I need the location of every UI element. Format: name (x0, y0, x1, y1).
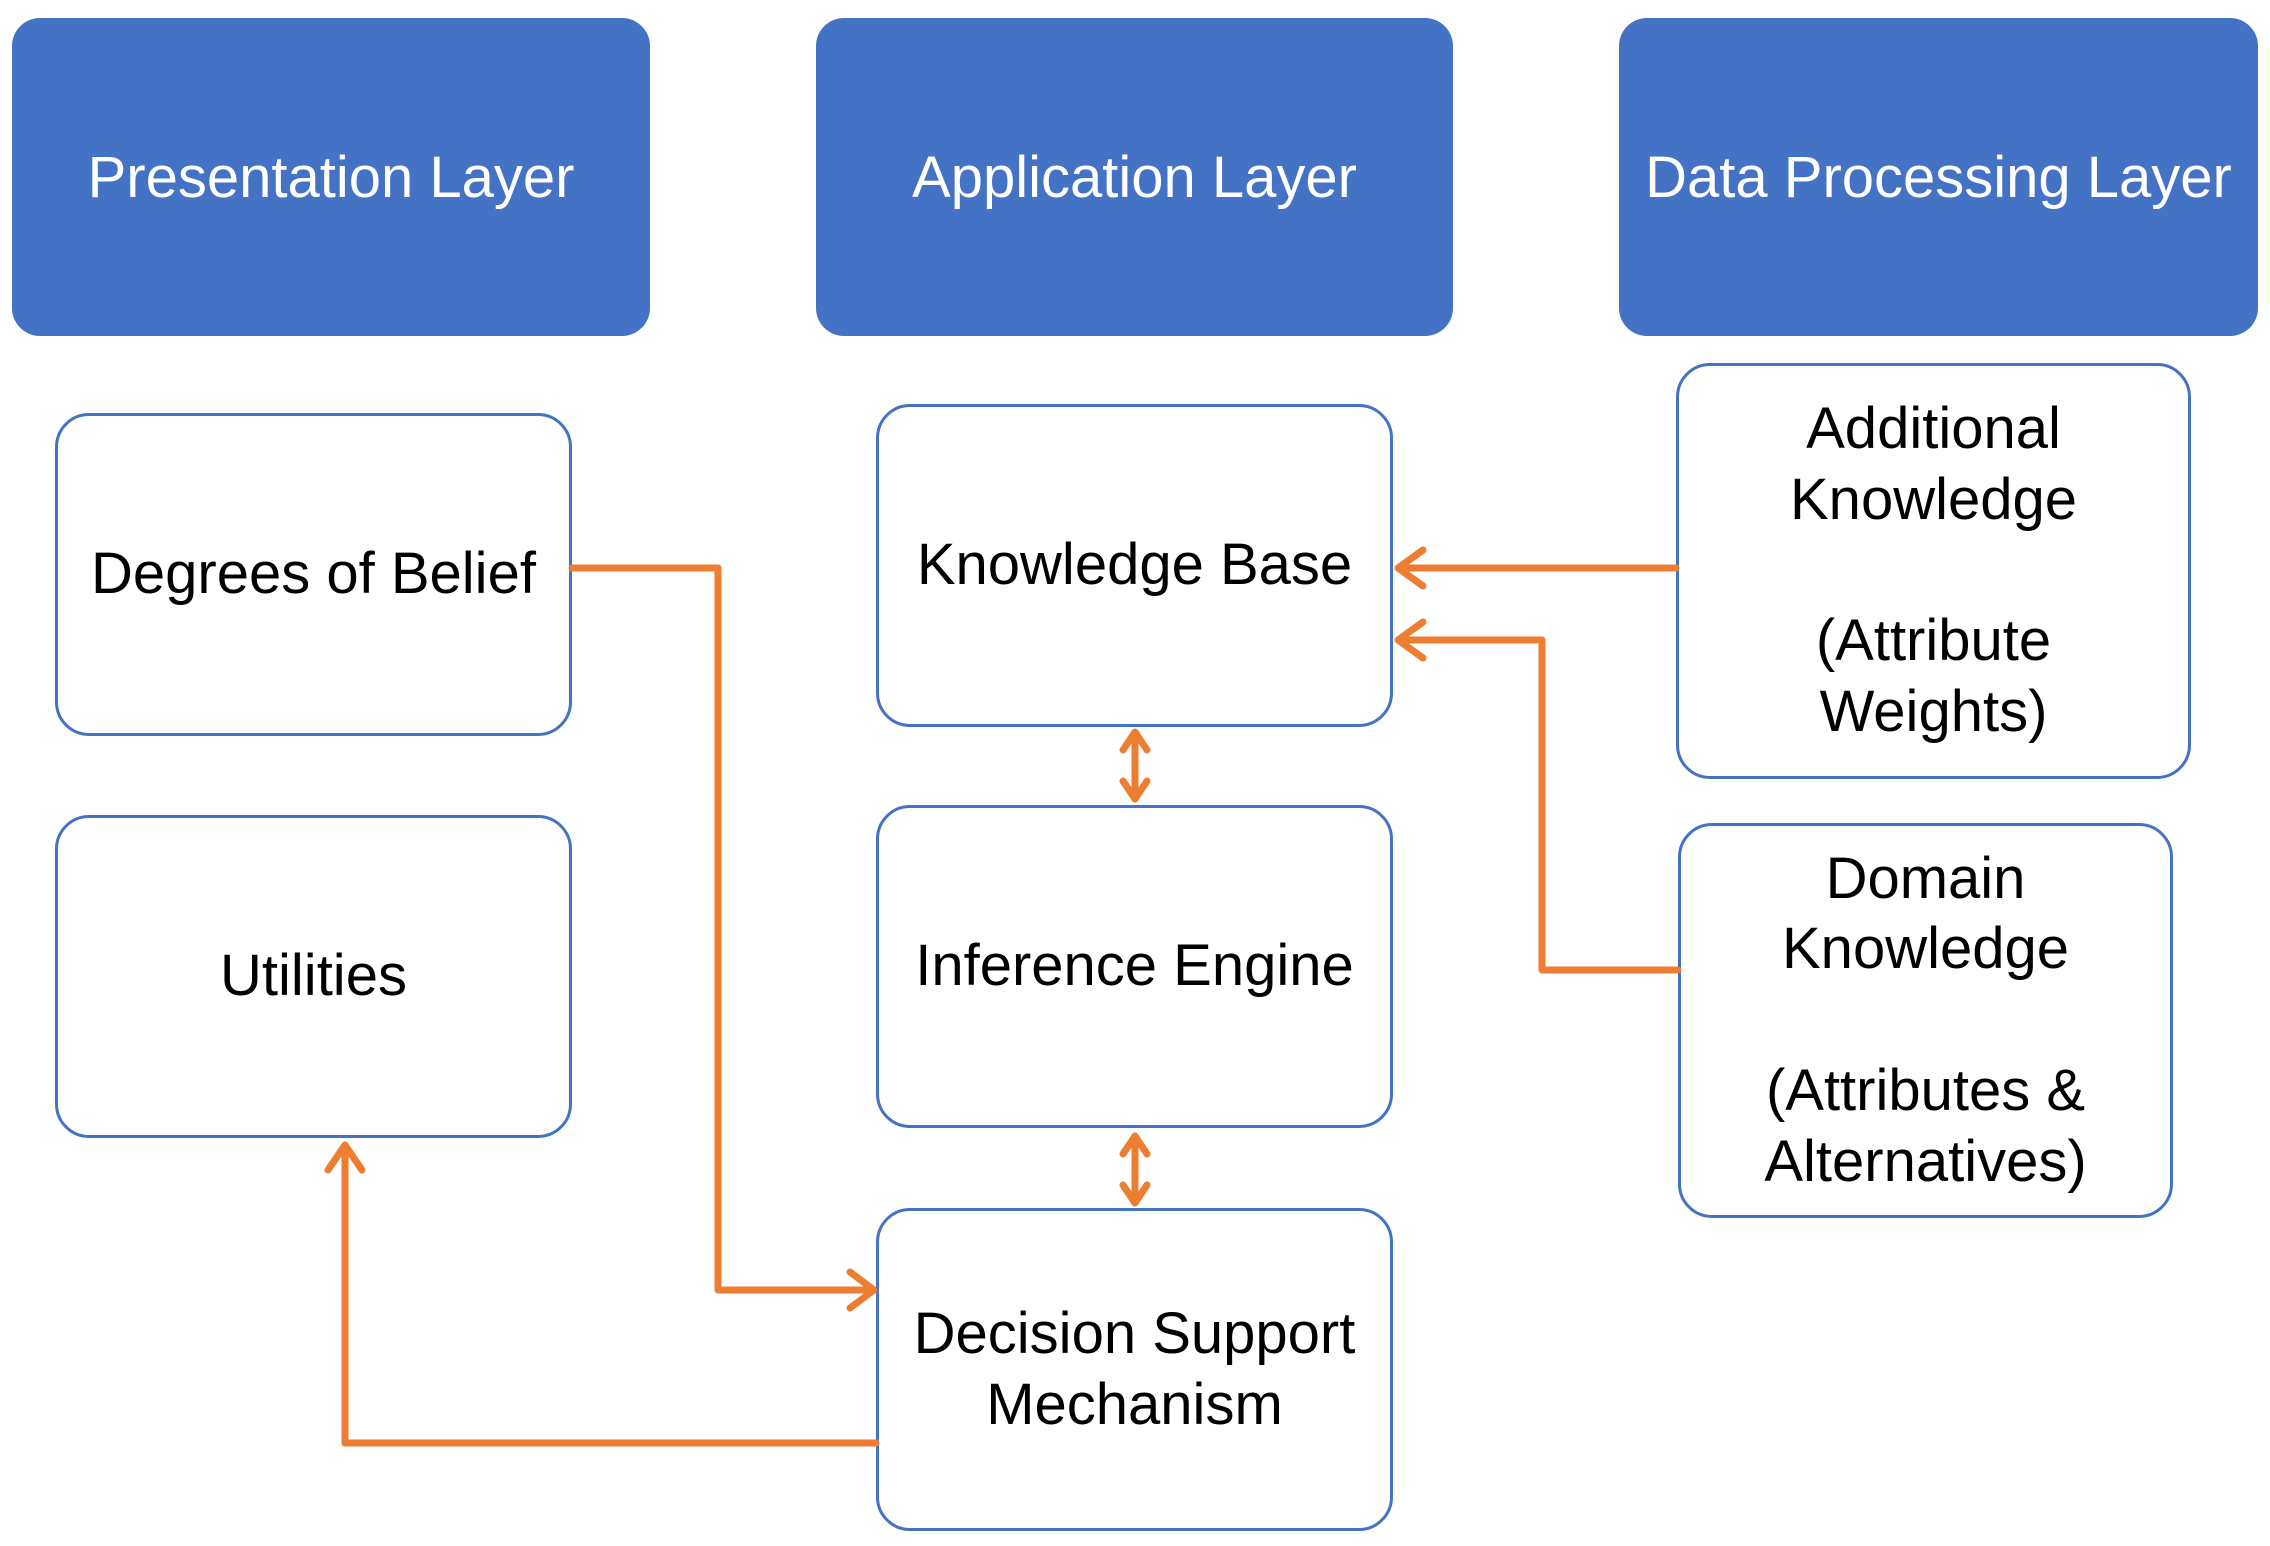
domain-knowledge-box: Domain Knowledge (Attributes & Alternati… (1678, 823, 2173, 1218)
knowledge-base-box: Knowledge Base (876, 404, 1393, 727)
domain-to-kb-arrowhead (1394, 618, 1427, 662)
belief-to-decision-arrowhead (846, 1268, 878, 1312)
data-processing-layer-label: Data Processing Layer (1645, 144, 2232, 210)
decision-support-mechanism-label: Decision Support Mechanism (913, 1300, 1356, 1437)
inference-decision-arrowhead-down (1119, 1181, 1151, 1207)
additional-knowledge-label: Additional Knowledge (Attribute Weights) (1790, 396, 2077, 745)
knowledge-base-label: Knowledge Base (916, 532, 1353, 598)
domain-knowledge-label: Domain Knowledge (Attributes & Alternati… (1764, 845, 2087, 1194)
utilities-label: Utilities (220, 943, 407, 1009)
inference-engine-box: Inference Engine (876, 805, 1393, 1128)
kb-inference-arrowhead-up (1119, 728, 1151, 754)
belief-to-decision-connector (568, 564, 876, 1294)
kb-inference-arrowhead-down (1119, 777, 1151, 803)
data-processing-layer-header: Data Processing Layer (1619, 18, 2258, 336)
presentation-layer-label: Presentation Layer (87, 144, 575, 210)
presentation-layer-header: Presentation Layer (12, 18, 650, 336)
domain-to-kb-connector (1395, 636, 1682, 974)
inference-engine-label: Inference Engine (915, 933, 1354, 999)
additional-to-kb-arrowhead (1394, 546, 1427, 590)
degrees-of-belief-label: Degrees of Belief (91, 541, 536, 607)
utilities-box: Utilities (55, 815, 572, 1138)
degrees-of-belief-box: Degrees of Belief (55, 413, 572, 736)
additional-knowledge-box: Additional Knowledge (Attribute Weights) (1676, 363, 2191, 779)
decision-support-mechanism-box: Decision Support Mechanism (876, 1208, 1393, 1531)
decision-to-utilities-arrowhead (324, 1141, 366, 1174)
application-layer-header: Application Layer (816, 18, 1453, 336)
decision-to-utilities-connector (341, 1143, 880, 1447)
application-layer-label: Application Layer (912, 144, 1357, 210)
inference-decision-arrowhead-up (1119, 1132, 1151, 1158)
